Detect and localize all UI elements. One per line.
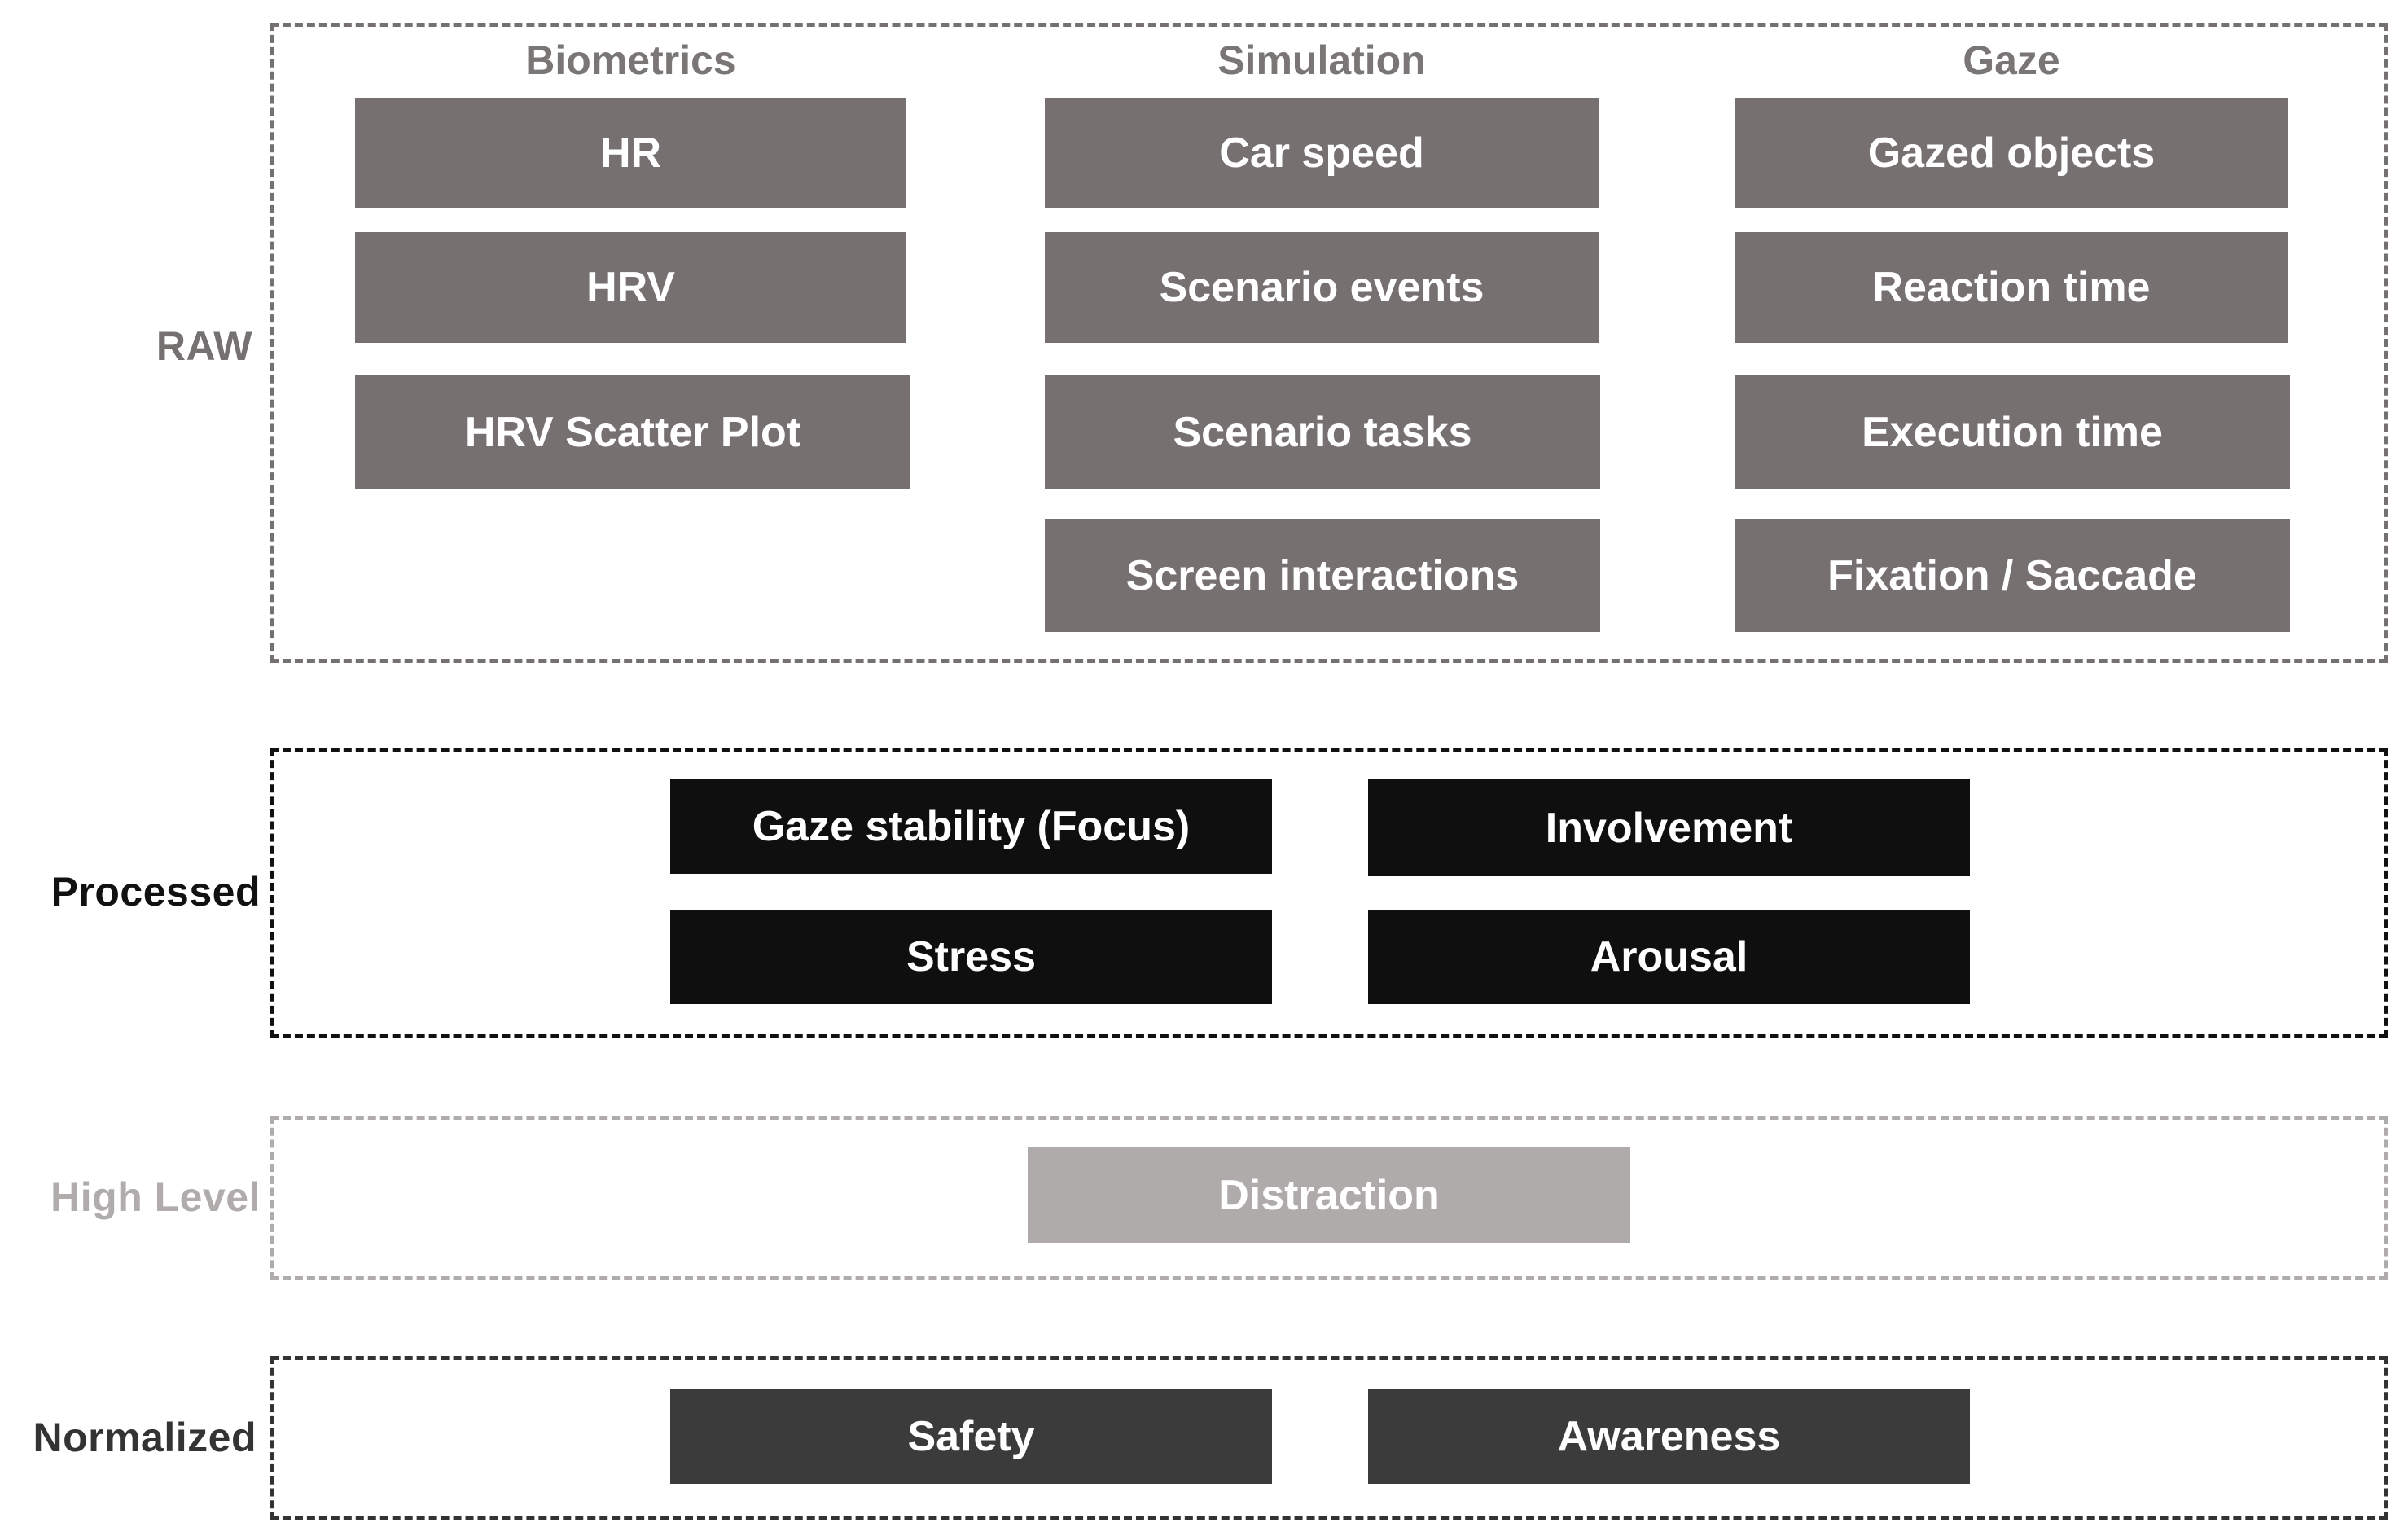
layer-label-high-level: High Level: [50, 1174, 261, 1220]
processed-layer-panel: [270, 748, 2388, 1038]
raw-box-hrv: HRV: [355, 232, 906, 343]
normalized-layer-panel: [270, 1356, 2388, 1520]
normalized-box-safety: Safety: [670, 1389, 1272, 1484]
processed-box-gaze-stability: Gaze stability (Focus): [670, 779, 1272, 874]
raw-box-fixation-saccade: Fixation / Saccade: [1735, 519, 2290, 632]
raw-box-hrv-scatter-plot: HRV Scatter Plot: [355, 375, 910, 489]
layer-label-processed: Processed: [50, 869, 261, 915]
processed-box-stress: Stress: [670, 910, 1272, 1004]
normalized-box-awareness: Awareness: [1368, 1389, 1970, 1484]
simulation-header: Simulation: [1217, 37, 1426, 83]
raw-box-execution-time: Execution time: [1735, 375, 2290, 489]
biometrics-header: Biometrics: [525, 37, 736, 83]
raw-box-screen-interactions: Screen interactions: [1045, 519, 1600, 632]
raw-box-gazed-objects: Gazed objects: [1735, 98, 2288, 208]
raw-box-scenario-tasks: Scenario tasks: [1045, 375, 1600, 489]
gaze-header: Gaze: [1963, 37, 2060, 83]
raw-layer-panel: [270, 23, 2388, 663]
high-level-box-distraction: Distraction: [1028, 1147, 1630, 1243]
raw-box-car-speed: Car speed: [1045, 98, 1599, 208]
raw-box-reaction-time: Reaction time: [1735, 232, 2288, 343]
processed-box-involvement: Involvement: [1368, 779, 1970, 876]
raw-box-hr: HR: [355, 98, 906, 208]
processed-box-arousal: Arousal: [1368, 910, 1970, 1004]
layer-label-normalized: Normalized: [33, 1415, 257, 1460]
high-level-layer-panel: [270, 1116, 2388, 1280]
raw-box-scenario-events: Scenario events: [1045, 232, 1599, 343]
layer-label-raw: RAW: [156, 323, 252, 369]
